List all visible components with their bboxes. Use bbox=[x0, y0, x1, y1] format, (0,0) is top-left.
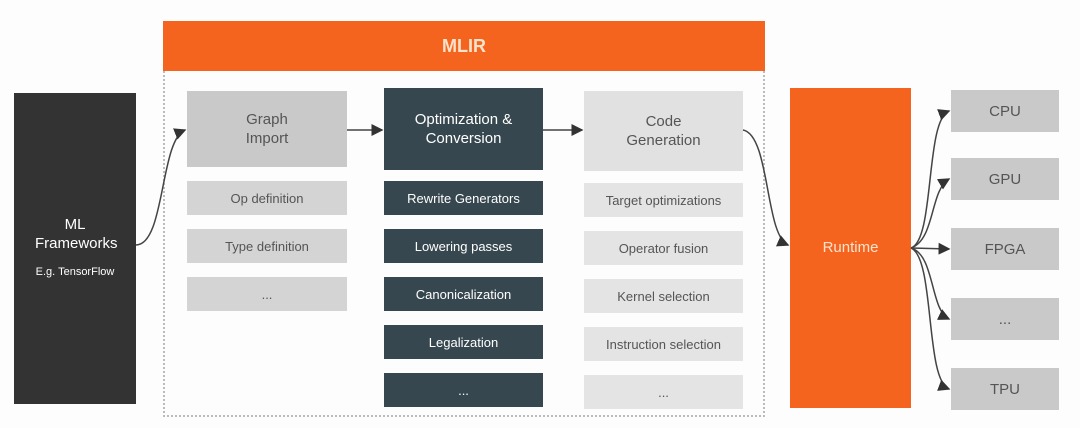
arrow-runtime-to-more bbox=[910, 247, 951, 320]
graph-import-title: Graph Import bbox=[245, 111, 289, 147]
codegen-item: Kernel selection bbox=[584, 279, 743, 313]
runtime-title: Runtime bbox=[822, 239, 879, 256]
arrow-codegen-to-runtime bbox=[742, 129, 790, 247]
runtime-box: Runtime bbox=[790, 88, 911, 408]
graph-import-box: Graph Import bbox=[187, 91, 347, 167]
optimization-item: ... bbox=[384, 373, 543, 407]
arrow-runtime-to-gpu bbox=[910, 178, 951, 249]
optimization-item: Legalization bbox=[384, 325, 543, 359]
arrow-runtime-to-fpga bbox=[910, 242, 951, 255]
frameworks-subtitle: E.g. TensorFlow bbox=[35, 266, 115, 278]
codegen-item: Instruction selection bbox=[584, 327, 743, 361]
codegen-item: Operator fusion bbox=[584, 231, 743, 265]
optimization-item: Canonicalization bbox=[384, 277, 543, 311]
target-fpga: FPGA bbox=[951, 228, 1059, 270]
arrow-frameworks-to-import bbox=[135, 128, 187, 246]
frameworks-title: ML Frameworks bbox=[35, 216, 118, 252]
mlir-boundary bbox=[163, 71, 765, 417]
optimization-item: Rewrite Generators bbox=[384, 181, 543, 215]
codegen-title: Code Generation bbox=[626, 113, 701, 149]
codegen-item: Target optimizations bbox=[584, 183, 743, 217]
target-tpu: TPU bbox=[951, 368, 1059, 410]
optimization-item: Lowering passes bbox=[384, 229, 543, 263]
arrow-runtime-to-tpu bbox=[910, 247, 951, 391]
target-cpu: CPU bbox=[951, 90, 1059, 132]
optimization-box: Optimization & Conversion bbox=[384, 88, 543, 170]
codegen-box: Code Generation bbox=[584, 91, 743, 171]
ml-frameworks-box: ML Frameworks E.g. TensorFlow bbox=[14, 93, 136, 404]
graph-import-item: Op definition bbox=[187, 181, 347, 215]
arrow-runtime-to-cpu bbox=[910, 109, 951, 249]
optimization-title: Optimization & Conversion bbox=[414, 111, 513, 147]
target-gpu: GPU bbox=[951, 158, 1059, 200]
mlir-header: MLIR bbox=[163, 21, 765, 71]
graph-import-item: ... bbox=[187, 277, 347, 311]
codegen-item: ... bbox=[584, 375, 743, 409]
target-more: ... bbox=[951, 298, 1059, 340]
graph-import-item: Type definition bbox=[187, 229, 347, 263]
mlir-title: MLIR bbox=[442, 35, 486, 56]
